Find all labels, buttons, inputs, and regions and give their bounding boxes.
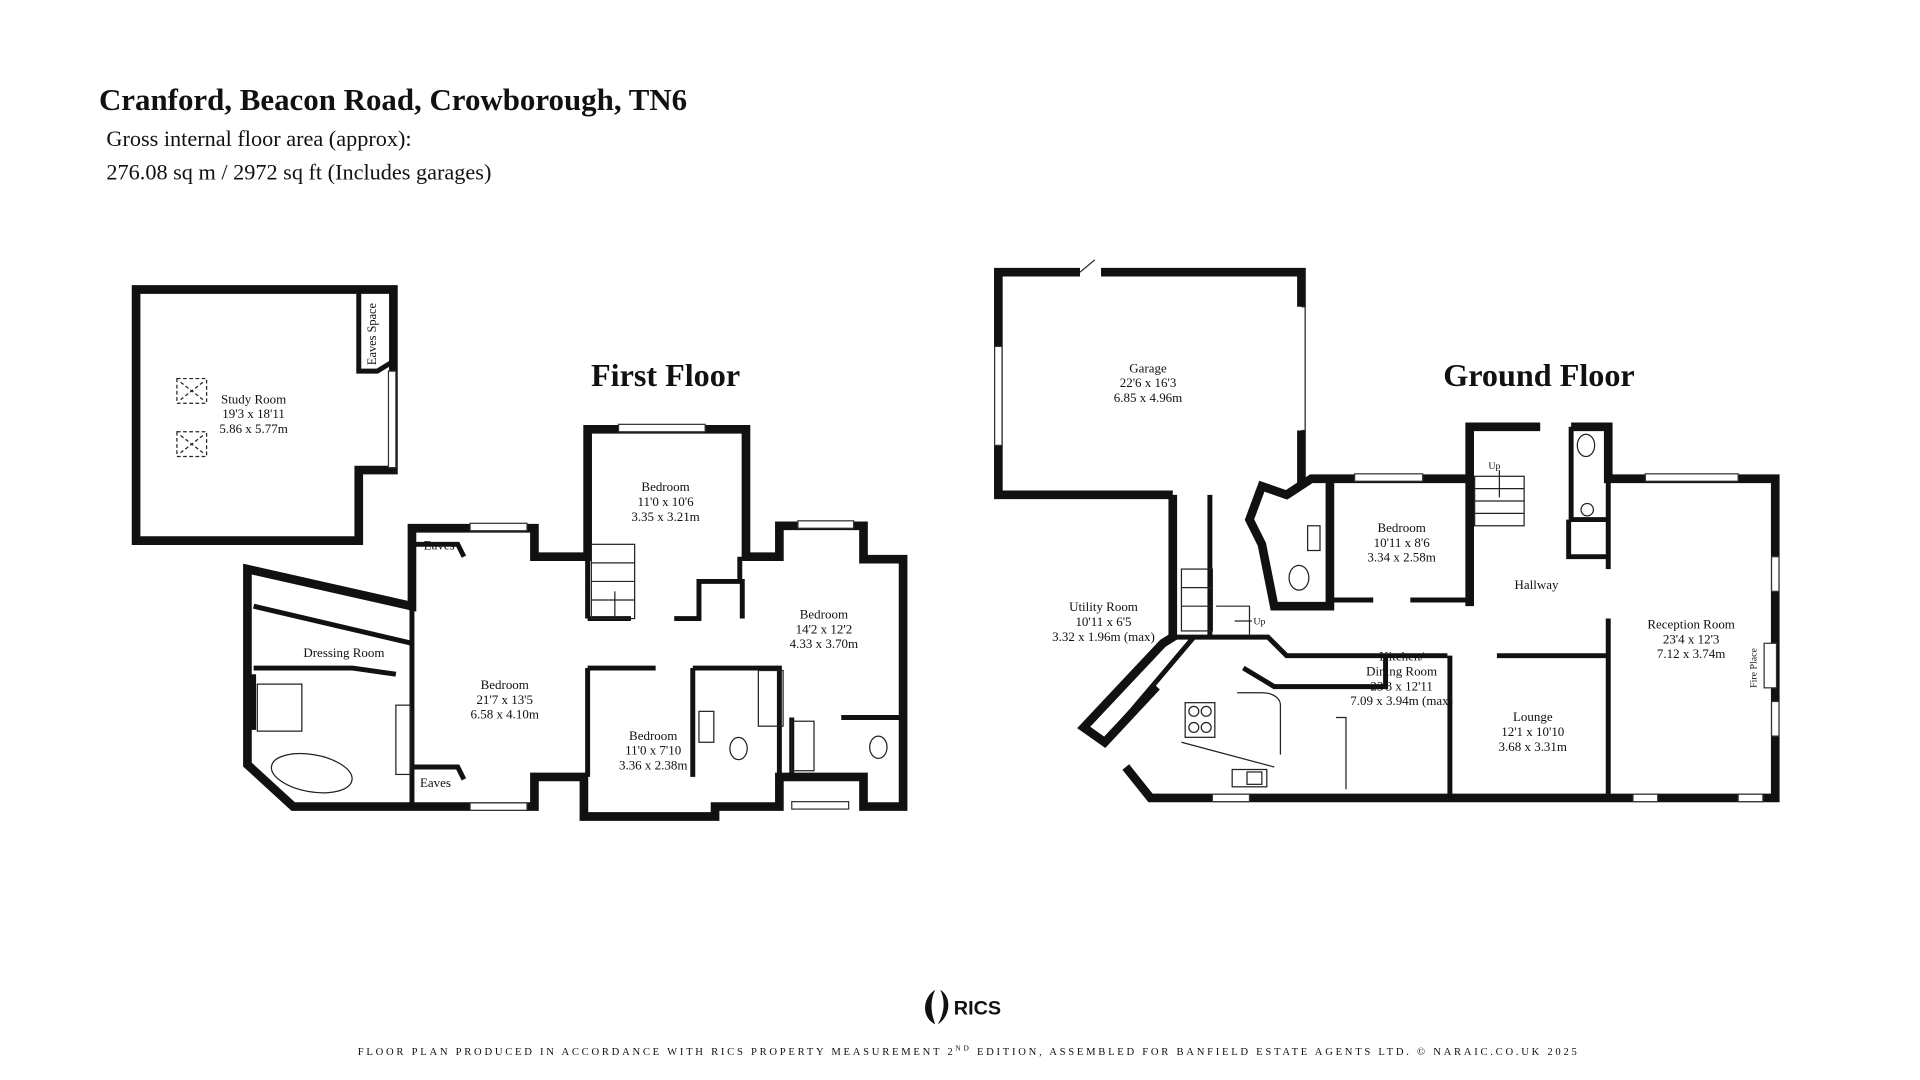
shower-icon bbox=[256, 669, 815, 772]
room-imperial: 23'3 x 12'11 bbox=[1370, 678, 1433, 693]
ground-floor-plan: Ground Floor bbox=[994, 259, 1780, 803]
footer-statement: FLOOR PLAN PRODUCED IN ACCORDANCE WITH R… bbox=[358, 1043, 1580, 1058]
first-floor-plan: First Floor bbox=[131, 285, 908, 821]
room-imperial: 10'11 x 8'6 bbox=[1374, 535, 1431, 550]
room-metric: 7.12 x 3.74m bbox=[1657, 646, 1725, 661]
room-name: Eaves bbox=[424, 537, 455, 552]
property-title: Cranford, Beacon Road, Crowborough, TN6 bbox=[99, 82, 687, 117]
room-name: Lounge bbox=[1513, 709, 1553, 724]
room-metric: 5.86 x 5.77m bbox=[219, 421, 287, 436]
room-imperial: 22'6 x 16'3 bbox=[1120, 375, 1177, 390]
skylight-icon bbox=[176, 377, 208, 458]
area-value: 276.08 sq m / 2972 sq ft (Includes garag… bbox=[106, 159, 491, 184]
room-label: Hallway bbox=[1515, 577, 1559, 592]
room-metric: 6.58 x 4.10m bbox=[471, 707, 539, 722]
ground-floor-walls bbox=[1077, 422, 1780, 803]
room-metric: 3.36 x 2.38m bbox=[619, 757, 687, 772]
rics-logo: RICS bbox=[925, 989, 1001, 1025]
room-label: Dressing Room bbox=[303, 645, 384, 660]
room-name: Bedroom bbox=[1378, 520, 1426, 535]
staircase-icon bbox=[590, 543, 636, 620]
room-name: Eaves bbox=[420, 775, 451, 790]
room-metric: 3.68 x 3.31m bbox=[1499, 739, 1567, 754]
room-imperial: 21'7 x 13'5 bbox=[476, 692, 533, 707]
room-name: Dressing Room bbox=[303, 645, 384, 660]
room-name: Bedroom bbox=[641, 479, 689, 494]
bath-icon bbox=[270, 752, 353, 794]
room-imperial: 12'1 x 10'10 bbox=[1501, 724, 1564, 739]
study-room-walls bbox=[131, 285, 398, 545]
room-name2: Dining Room bbox=[1366, 663, 1437, 678]
sink-icon bbox=[1231, 768, 1268, 788]
area-label: Gross internal floor area (approx): bbox=[106, 126, 411, 151]
room-name: Reception Room bbox=[1647, 616, 1735, 631]
stairs-up-label: Up bbox=[1253, 617, 1265, 628]
fire-place-label: Fire Place bbox=[1749, 648, 1760, 688]
room-label: Eaves bbox=[424, 537, 455, 552]
room-label: Eaves bbox=[420, 775, 451, 790]
room-imperial: 11'0 x 10'6 bbox=[638, 494, 695, 509]
room-name: Utility Room bbox=[1069, 599, 1138, 614]
svg-text:RICS: RICS bbox=[954, 997, 1001, 1019]
room-metric: 4.33 x 3.70m bbox=[790, 636, 858, 651]
room-imperial: 19'3 x 18'11 bbox=[222, 406, 285, 421]
kitchen-island bbox=[1181, 692, 1347, 790]
room-metric: 3.34 x 2.58m bbox=[1367, 550, 1435, 565]
eaves-space-label: Eaves Space bbox=[365, 302, 379, 365]
toilet-icon bbox=[1288, 433, 1596, 591]
room-imperial: 11'0 x 7'10 bbox=[625, 743, 681, 758]
staircase-icon bbox=[1180, 470, 1525, 635]
stairs-up-label: Up bbox=[1488, 461, 1500, 472]
room-metric: 6.85 x 4.96m bbox=[1114, 390, 1182, 405]
room-name: Hallway bbox=[1515, 577, 1559, 592]
first-floor-walls bbox=[243, 424, 908, 821]
room-name: Bedroom bbox=[629, 728, 677, 743]
first-floor-heading: First Floor bbox=[591, 357, 740, 393]
room-name: Study Room bbox=[221, 391, 286, 406]
room-metric: 3.32 x 1.96m (max) bbox=[1052, 629, 1155, 644]
room-name: Bedroom bbox=[800, 607, 848, 622]
room-imperial: 14'2 x 12'2 bbox=[796, 621, 853, 636]
room-name: Bedroom bbox=[481, 677, 529, 692]
hob-icon bbox=[1184, 702, 1216, 738]
room-imperial: 23'4 x 12'3 bbox=[1663, 631, 1720, 646]
room-metric: 3.35 x 3.21m bbox=[631, 509, 699, 524]
room-imperial: 10'11 x 6'5 bbox=[1075, 614, 1131, 629]
room-name: Kitchen/ bbox=[1379, 649, 1424, 664]
room-metric: 7.09 x 3.94m (max) bbox=[1350, 693, 1453, 708]
room-name: Garage bbox=[1129, 360, 1167, 375]
toilet-icon bbox=[395, 704, 888, 776]
ground-floor-heading: Ground Floor bbox=[1443, 357, 1634, 393]
